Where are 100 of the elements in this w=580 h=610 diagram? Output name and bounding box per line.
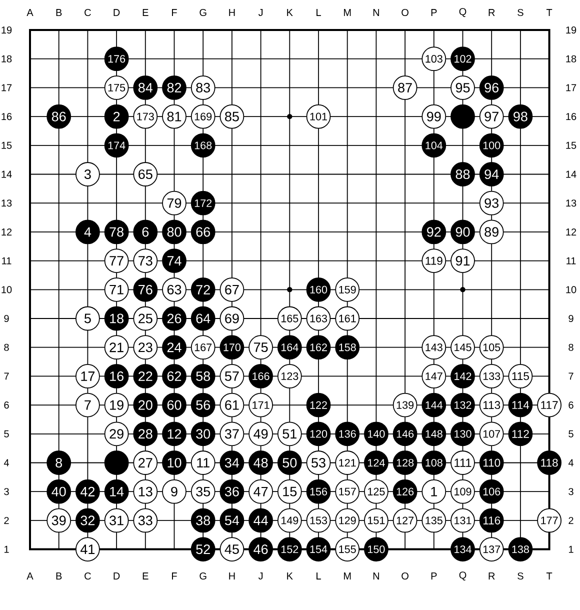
stone: 137 bbox=[479, 537, 504, 562]
stone: 115 bbox=[508, 364, 533, 388]
column-label: M bbox=[344, 572, 351, 580]
stone: 168 bbox=[190, 133, 216, 158]
row-label: 11 bbox=[2, 257, 12, 264]
stone: 170 bbox=[220, 335, 244, 360]
row-label: 4 bbox=[4, 459, 9, 466]
stone: 144 bbox=[422, 392, 446, 418]
column-label: N bbox=[373, 572, 379, 580]
stone: 40 bbox=[46, 479, 72, 504]
stone: 90 bbox=[450, 220, 475, 244]
stone: 146 bbox=[392, 422, 418, 446]
stone: 4 bbox=[76, 220, 100, 244]
stone: 54 bbox=[220, 508, 244, 533]
stone: 149 bbox=[277, 508, 302, 533]
stone: 139 bbox=[392, 392, 418, 418]
stone: 159 bbox=[335, 277, 360, 302]
stone: 150 bbox=[364, 537, 388, 562]
stone: 105 bbox=[479, 335, 504, 360]
stone: 156 bbox=[306, 479, 331, 504]
stone: 171 bbox=[248, 392, 273, 418]
column-label: L bbox=[316, 572, 321, 580]
stone: 60 bbox=[162, 392, 186, 418]
stone: 121 bbox=[335, 450, 360, 475]
stone: 114 bbox=[508, 392, 533, 418]
row-label: 17 bbox=[566, 84, 576, 92]
stone: 75 bbox=[248, 335, 273, 360]
stone: 56 bbox=[190, 392, 216, 418]
stone: 73 bbox=[133, 248, 158, 273]
row-label: 13 bbox=[2, 200, 12, 207]
stone: 2 bbox=[104, 104, 129, 129]
stone: 140 bbox=[364, 422, 388, 446]
stone: 118 bbox=[537, 450, 562, 475]
stone: 37 bbox=[220, 422, 244, 446]
stone: 99 bbox=[422, 104, 446, 129]
stone: 69 bbox=[220, 306, 244, 331]
stone: 108 bbox=[422, 450, 446, 475]
stone: 24 bbox=[162, 335, 186, 360]
stone: 65 bbox=[133, 162, 158, 186]
column-label: D bbox=[114, 572, 120, 580]
column-label: J bbox=[258, 9, 263, 16]
stone: 21 bbox=[104, 335, 129, 360]
stone: 88 bbox=[450, 162, 475, 186]
column-label: C bbox=[84, 8, 91, 16]
stone: 122 bbox=[306, 392, 331, 418]
column-label: B bbox=[56, 9, 62, 16]
stone: 14 bbox=[104, 479, 129, 504]
stone: 45 bbox=[220, 537, 244, 562]
stone: 17 bbox=[76, 364, 100, 388]
stone: 163 bbox=[306, 306, 331, 331]
stone: 116 bbox=[479, 508, 504, 533]
stone: 31 bbox=[104, 508, 129, 533]
stone: 154 bbox=[306, 537, 331, 562]
stone: 86 bbox=[46, 104, 72, 129]
stone: 113 bbox=[479, 392, 504, 418]
column-label: G bbox=[200, 572, 206, 580]
row-label: 16 bbox=[566, 113, 576, 120]
stone bbox=[450, 104, 475, 129]
row-label: 16 bbox=[2, 113, 12, 120]
column-label: R bbox=[488, 9, 495, 16]
row-label: 10 bbox=[566, 286, 576, 294]
stone: 136 bbox=[335, 422, 360, 446]
row-label: 8 bbox=[4, 344, 9, 351]
stone: 130 bbox=[450, 422, 475, 446]
stone: 19 bbox=[104, 392, 129, 418]
row-label: 17 bbox=[2, 84, 12, 92]
stone: 138 bbox=[508, 537, 533, 562]
stone: 27 bbox=[133, 450, 158, 475]
stone: 131 bbox=[450, 508, 475, 533]
row-label: 7 bbox=[4, 372, 9, 380]
stone: 165 bbox=[277, 306, 302, 331]
stone: 8 bbox=[46, 450, 72, 475]
stone: 51 bbox=[277, 422, 302, 446]
stone: 143 bbox=[422, 335, 446, 360]
column-label: O bbox=[402, 8, 408, 16]
column-label: A bbox=[26, 9, 34, 16]
column-label: J bbox=[258, 572, 263, 580]
stone: 160 bbox=[306, 277, 331, 302]
stone: 72 bbox=[190, 277, 216, 302]
stone: 107 bbox=[479, 422, 504, 446]
stone: 106 bbox=[479, 479, 504, 504]
stone: 52 bbox=[190, 537, 216, 562]
stone: 11 bbox=[190, 450, 216, 475]
stone: 63 bbox=[162, 277, 186, 302]
stone: 117 bbox=[537, 392, 562, 418]
stone: 50 bbox=[277, 450, 302, 475]
stone: 142 bbox=[450, 364, 475, 388]
stone: 13 bbox=[133, 479, 158, 504]
stone: 61 bbox=[220, 392, 244, 418]
stone: 110 bbox=[479, 450, 504, 475]
stone: 101 bbox=[306, 104, 331, 129]
stone: 153 bbox=[306, 508, 331, 533]
stone: 26 bbox=[162, 306, 186, 331]
stone: 155 bbox=[335, 537, 360, 562]
stone: 84 bbox=[133, 76, 158, 100]
row-label: 18 bbox=[2, 55, 12, 62]
stone: 48 bbox=[248, 450, 273, 475]
stone: 35 bbox=[190, 479, 216, 504]
stone: 53 bbox=[306, 450, 331, 475]
column-label: B bbox=[56, 572, 62, 580]
